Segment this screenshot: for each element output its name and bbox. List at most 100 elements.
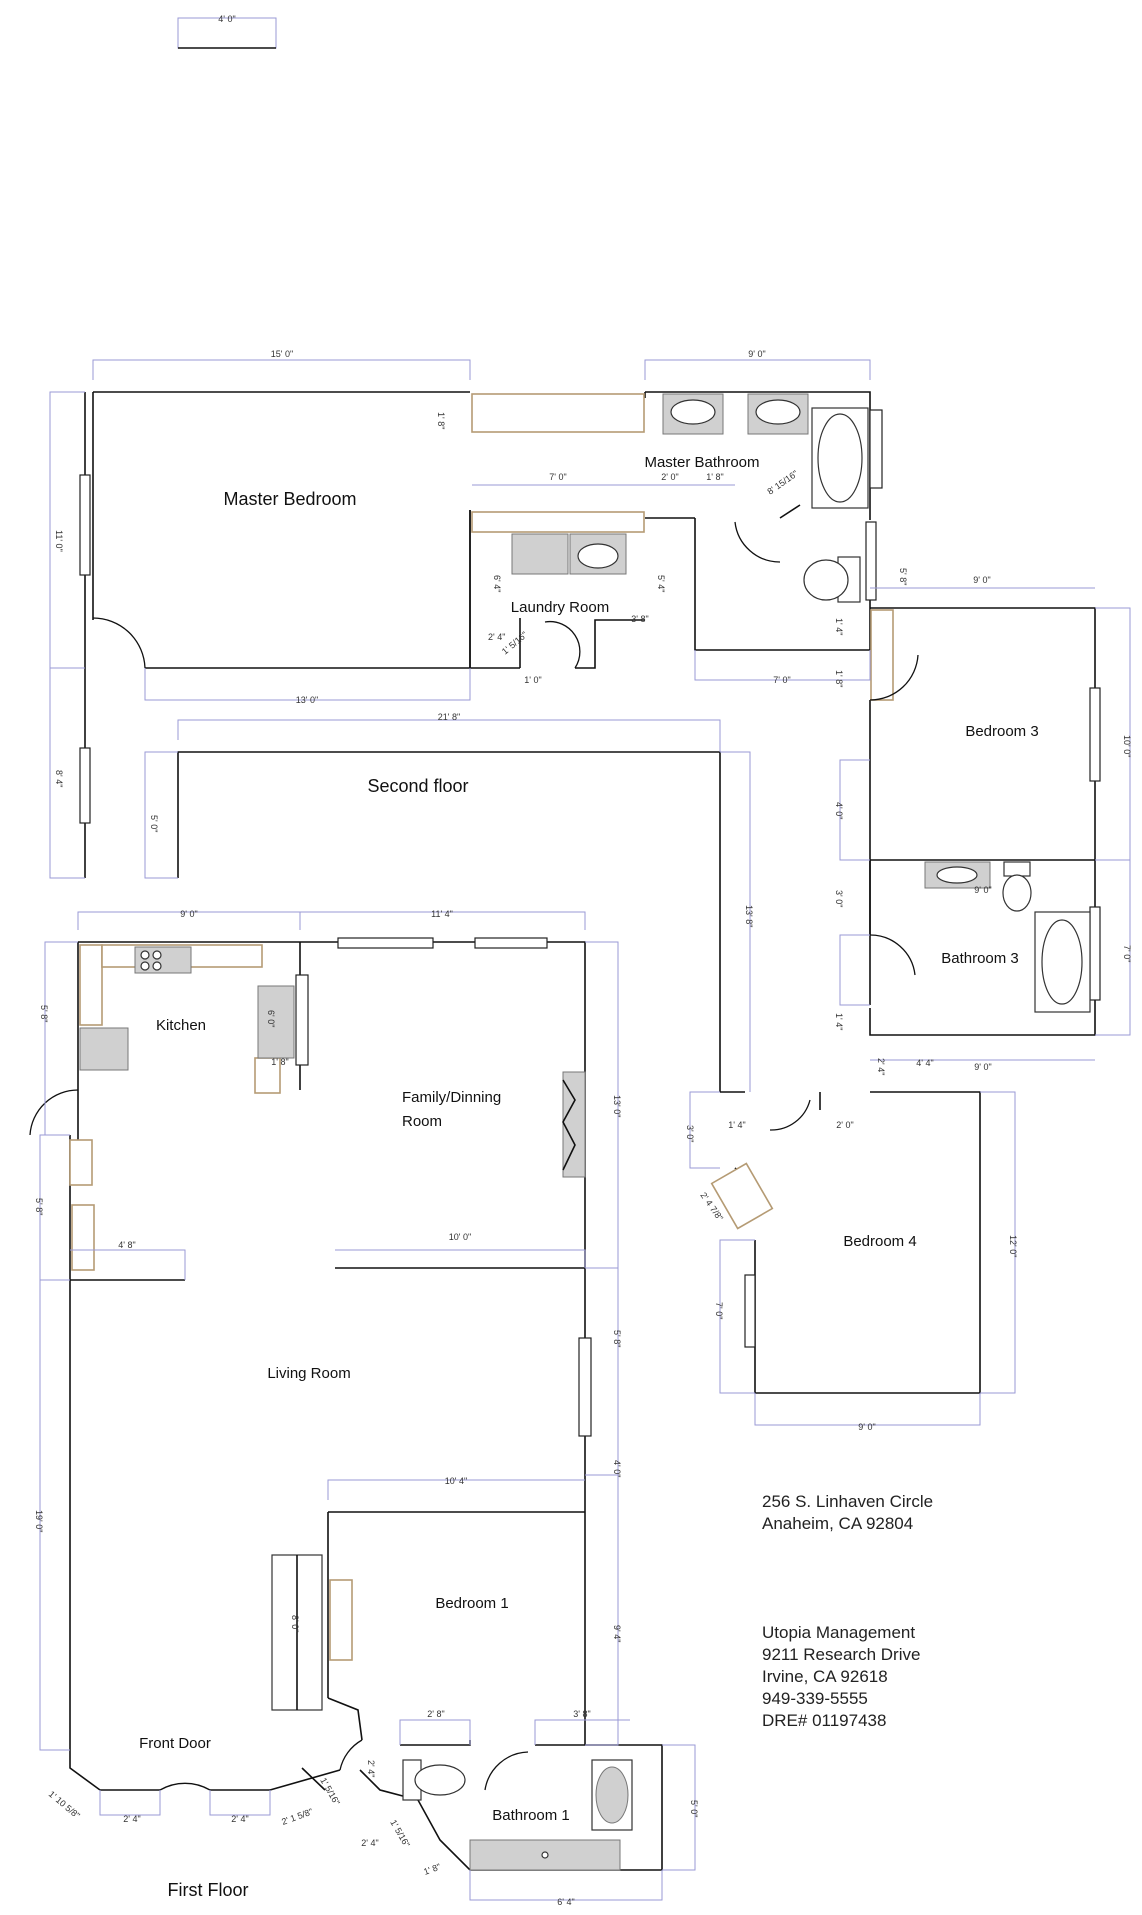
dim-label: 9' 0"	[974, 885, 991, 895]
room-label-kitchen: Kitchen	[156, 1017, 206, 1034]
door-arc	[544, 620, 581, 669]
room-label-family-dinning: Family/Dinning	[402, 1089, 501, 1106]
dim-label: 1' 0"	[524, 675, 541, 685]
room-label-bedroom-4: Bedroom 4	[843, 1233, 916, 1250]
door-arc	[769, 1099, 811, 1131]
dim-label: 4' 8"	[118, 1240, 135, 1250]
second-floor-doors	[92, 521, 919, 1131]
dim-label: 7' 0"	[773, 675, 790, 685]
room-label-bedroom-1: Bedroom 1	[435, 1595, 508, 1612]
dimension-lines	[39, 359, 1131, 1901]
company-name: Utopia Management	[762, 1623, 915, 1642]
company-street: 9211 Research Drive	[762, 1645, 920, 1664]
first-floor-fixtures	[79, 946, 633, 1871]
dim-label: 13' 0"	[612, 1095, 622, 1117]
dim-label: 1' 8"	[834, 670, 844, 687]
dim-label: 2' 4"	[876, 1058, 886, 1075]
address-line-2: Anaheim, CA 92804	[762, 1514, 913, 1533]
company-phone: 949-339-5555	[762, 1689, 868, 1708]
second-floor-fixtures	[511, 393, 1091, 1013]
closet	[329, 1579, 353, 1661]
door-arc	[484, 1751, 529, 1791]
door-arc	[869, 934, 916, 976]
closet	[471, 511, 645, 533]
dim-label: 1' 4"	[728, 1120, 745, 1130]
toilet-icon	[1003, 861, 1031, 877]
dim-label: 3' 8"	[573, 1709, 590, 1719]
dim-label: 9' 0"	[973, 575, 990, 585]
dim-label: 8' 15/16"	[765, 468, 799, 496]
scale-label: 4' 0"	[218, 14, 235, 24]
dim-label: 5' 8"	[39, 1005, 49, 1022]
door-arc	[339, 1739, 363, 1771]
dim-label: 6' 4"	[557, 1897, 574, 1907]
room-label-bedroom-3: Bedroom 3	[965, 723, 1038, 740]
dim-label: 2' 4"	[231, 1814, 248, 1824]
closet	[71, 1204, 95, 1271]
dim-label: 9' 0"	[858, 1422, 875, 1432]
door-arc	[869, 654, 919, 701]
window	[1089, 906, 1101, 1001]
dim-label: 12' 0"	[1008, 1235, 1018, 1257]
dim-label: 4' 4"	[916, 1058, 933, 1068]
fireplace-icon	[562, 1071, 586, 1178]
dim-label: 1' 8"	[706, 472, 723, 482]
room-label-master-bathroom: Master Bathroom	[644, 454, 759, 471]
label-front-door: Front Door	[139, 1735, 211, 1752]
window	[295, 974, 309, 1066]
dim-label: 1' 4"	[834, 1013, 844, 1030]
dim-label: 2' 4"	[123, 1814, 140, 1824]
dim-label: 11' 4"	[431, 909, 453, 919]
closet	[254, 1057, 281, 1094]
window	[865, 521, 877, 601]
door-arc	[92, 617, 146, 669]
dim-label: 10' 4"	[445, 1476, 467, 1486]
dim-label: 13' 8"	[744, 905, 754, 927]
dim-label: 7' 0"	[1122, 945, 1132, 962]
dim-label: 1' 5/16"	[318, 1776, 342, 1807]
dim-label: 5' 0"	[689, 1800, 699, 1817]
room-label-bathroom-3: Bathroom 3	[941, 950, 1019, 967]
window	[869, 409, 883, 489]
dim-label: 2' 4"	[361, 1838, 378, 1848]
dim-label: 10' 0"	[449, 1232, 471, 1242]
company-city: Irvine, CA 92618	[762, 1667, 888, 1686]
floor-label-first: First Floor	[168, 1880, 249, 1900]
window	[337, 937, 434, 949]
washer-icon	[511, 533, 569, 575]
company-dre: DRE# 01197438	[762, 1711, 886, 1730]
dim-label: 11' 0"	[54, 530, 64, 552]
room-labels: Master Bedroom Master Bathroom Laundry R…	[139, 454, 1039, 1900]
dim-label: 9' 4"	[612, 1625, 622, 1642]
dim-label: 2' 0"	[661, 472, 678, 482]
dim-label: 2' 8"	[427, 1709, 444, 1719]
dim-label: 5' 8"	[898, 568, 908, 585]
dim-label: 1' 5/16"	[388, 1818, 412, 1849]
door-arc	[734, 521, 781, 563]
dim-label: 2' 1 5/8"	[280, 1806, 314, 1826]
dim-label: 2' 4"	[488, 632, 505, 642]
dim-label: 10' 0"	[1122, 735, 1132, 757]
dim-label: 6' 0"	[266, 1010, 276, 1027]
dim-label: 1' 4"	[834, 618, 844, 635]
dim-label: 8' 0"	[290, 1615, 300, 1632]
window	[744, 1274, 756, 1348]
dim-label: 5' 8"	[612, 1330, 622, 1347]
dim-label: 8' 4"	[54, 770, 64, 787]
address-line-1: 256 S. Linhaven Circle	[762, 1492, 933, 1511]
window	[1089, 687, 1101, 782]
dim-label: 4' 0"	[834, 802, 844, 819]
dim-label: 9' 0"	[748, 349, 765, 359]
dim-label: 1' 10 5/8"	[47, 1789, 82, 1821]
closet	[870, 609, 894, 701]
second-floor-windows	[79, 393, 1101, 1348]
dim-label: 7' 0"	[549, 472, 566, 482]
dim-label: 1' 8"	[422, 1862, 442, 1877]
room-label-bathroom-1: Bathroom 1	[492, 1807, 570, 1824]
dim-label: 15' 0"	[271, 349, 293, 359]
dim-label: 1' 8"	[271, 1057, 288, 1067]
dim-label: 13' 0"	[296, 695, 318, 705]
floor-label-second: Second floor	[367, 776, 468, 796]
dim-label: 3' 0"	[685, 1125, 695, 1142]
